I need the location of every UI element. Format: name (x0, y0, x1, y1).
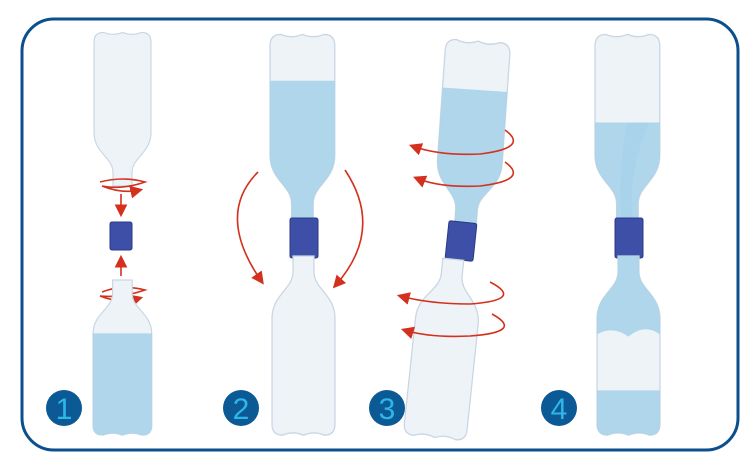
step-number: 4 (551, 393, 568, 426)
connector-tube (614, 217, 644, 259)
step-number: 2 (233, 393, 250, 426)
connector-tube (109, 221, 133, 251)
step-badge (46, 390, 82, 426)
step-badge (223, 390, 259, 426)
swirl-arrow (408, 129, 515, 156)
flip-arrow (236, 171, 264, 285)
twist-arrow (99, 178, 148, 199)
swirl-arrow (413, 161, 515, 188)
step-3: 3 (369, 38, 515, 442)
diagram-frame (20, 17, 740, 452)
step-4: 4 (541, 33, 661, 436)
step-2: 2 (223, 33, 364, 436)
step-number: 3 (379, 393, 396, 426)
top-bottle (269, 33, 336, 221)
step-badge (541, 390, 577, 426)
step-badge (369, 390, 405, 426)
swirl-arrow (400, 313, 506, 339)
top-bottle (594, 33, 661, 221)
step-number: 1 (56, 393, 73, 426)
top-bottle (432, 38, 512, 230)
connector-tube (444, 220, 478, 262)
bottom-bottle (92, 279, 153, 436)
step-1: 1 (46, 31, 153, 436)
bottom-bottle (596, 255, 661, 436)
connector-tube (289, 217, 319, 259)
swirl-arrow (396, 281, 505, 305)
flip-arrow (332, 169, 364, 289)
